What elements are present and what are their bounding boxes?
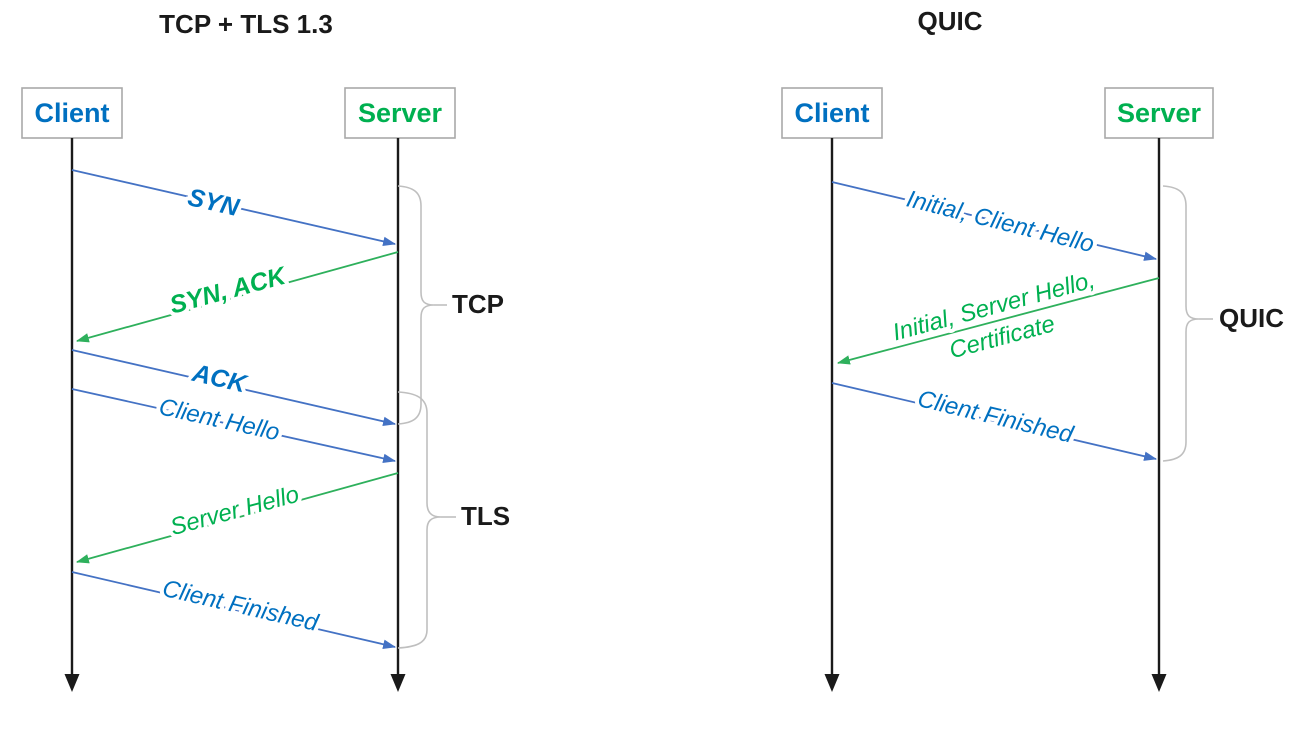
syn-ack-arrow	[75, 251, 399, 343]
server-hello-label: Server Hello	[167, 481, 302, 541]
client-hello-arrow	[71, 388, 397, 464]
left-server-box	[344, 87, 456, 139]
server-hello-arrow	[75, 472, 399, 564]
syn-label: SYN	[185, 183, 242, 222]
quic-initial-server-hello-arrow	[836, 277, 1160, 365]
tcp-phase-label: TCP	[452, 289, 504, 319]
client-finished-arrow	[71, 571, 397, 649]
tcp-phase-bracket: TCP	[397, 185, 504, 425]
client-hello-label: Client Hello	[156, 393, 282, 446]
syn-ack-label: SYN, ACK	[167, 261, 291, 319]
left-server-lifeline-arrowhead	[390, 674, 406, 692]
right-server-lifeline-arrowhead	[1151, 674, 1167, 692]
tls-phase-bracket: TLS	[397, 391, 510, 649]
quic-initial-client-hello-arrow	[831, 181, 1158, 261]
left-client-label: Client	[34, 98, 109, 128]
client-finished-label: Client Finished	[160, 575, 321, 637]
tls-phase-label: TLS	[461, 501, 510, 531]
right-client-lifeline-arrowhead	[824, 674, 840, 692]
right-server-box	[1104, 87, 1214, 139]
right-server-label: Server	[1117, 98, 1202, 128]
quic-initial-server-hello-label: Initial, Server Hello, Certificate	[886, 262, 1102, 368]
quic-phase-bracket: QUIC	[1162, 185, 1284, 462]
left-client-lifeline-arrowhead	[64, 674, 80, 692]
left-panel-tcp-tls: TCP + TLS 1.3 Client Server TCP TLS S	[21, 9, 510, 692]
left-server-label: Server	[358, 98, 443, 128]
quic-client-finished-arrow	[831, 382, 1158, 461]
right-panel-quic: QUIC Client Server QUIC Initial, Client …	[781, 6, 1284, 692]
quic-phase-label: QUIC	[1219, 303, 1284, 333]
quic-client-finished-label: Client Finished	[915, 385, 1076, 448]
right-panel-title: QUIC	[918, 6, 983, 36]
left-client-box	[21, 87, 123, 139]
left-panel-title: TCP + TLS 1.3	[159, 9, 333, 39]
ack-label: ACK	[189, 359, 251, 399]
right-client-label: Client	[794, 98, 869, 128]
syn-arrow	[71, 169, 397, 246]
quic-initial-client-hello-label: Initial, Client Hello	[904, 186, 1097, 259]
ack-arrow	[71, 349, 397, 426]
